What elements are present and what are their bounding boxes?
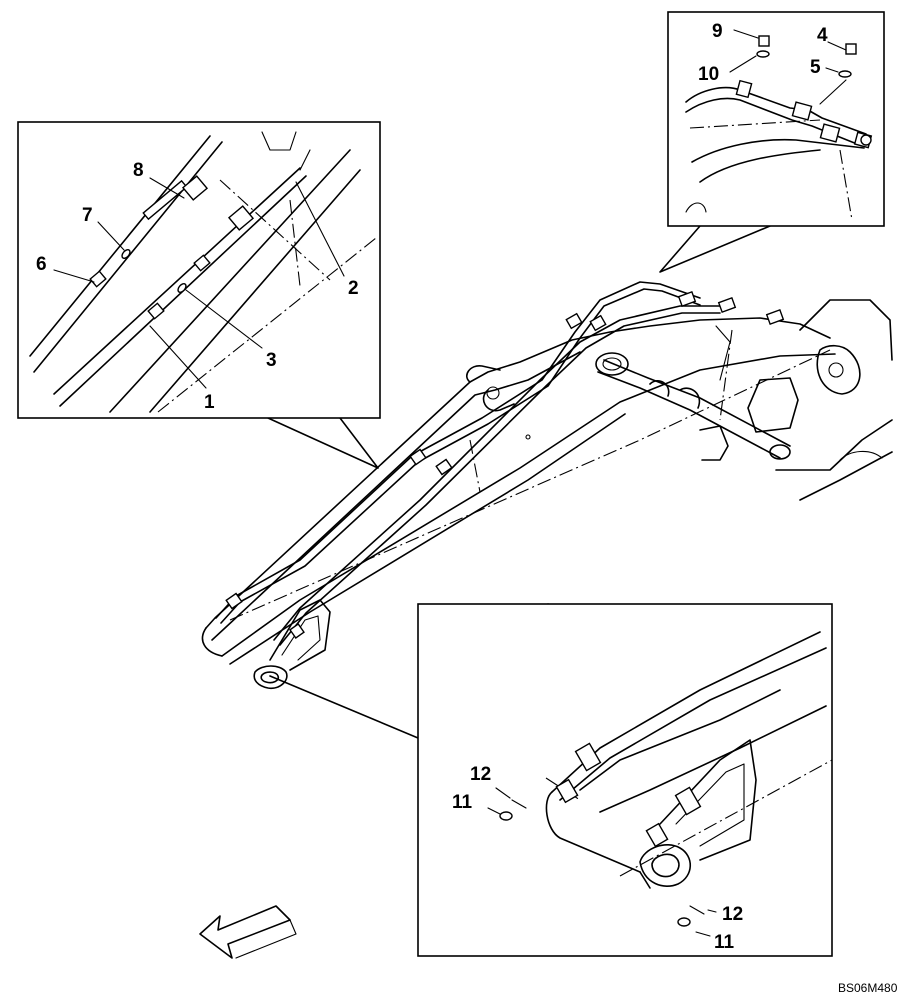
callout-10: 10 [698,64,719,85]
callout-6: 6 [36,254,47,275]
drawing-code: BS06M480 [838,981,898,995]
callout-4: 4 [817,25,828,46]
callout-3: 3 [266,350,277,371]
boom-assembly [201,299,893,690]
callout-2: 2 [348,278,359,299]
callout-8: 7 [82,205,93,226]
direction-arrow [199,905,297,959]
callout-1: 1 [204,392,215,413]
hose-lines [215,281,785,646]
callout-5: 5 [810,57,821,78]
detail-box-upper-right: 9 4 10 5 [659,11,885,273]
callout-7: 8 [133,160,144,181]
detail-box-upper-left: 8 7 6 2 3 1 [17,121,381,469]
callout-11-left: 11 [452,792,473,813]
callout-12-right: 12 [722,904,743,925]
detail-box-lower-right: 12 11 12 11 [269,603,833,957]
callout-11-right: 11 [714,932,735,953]
callout-12-left: 12 [470,764,491,785]
callout-9: 9 [712,21,723,42]
